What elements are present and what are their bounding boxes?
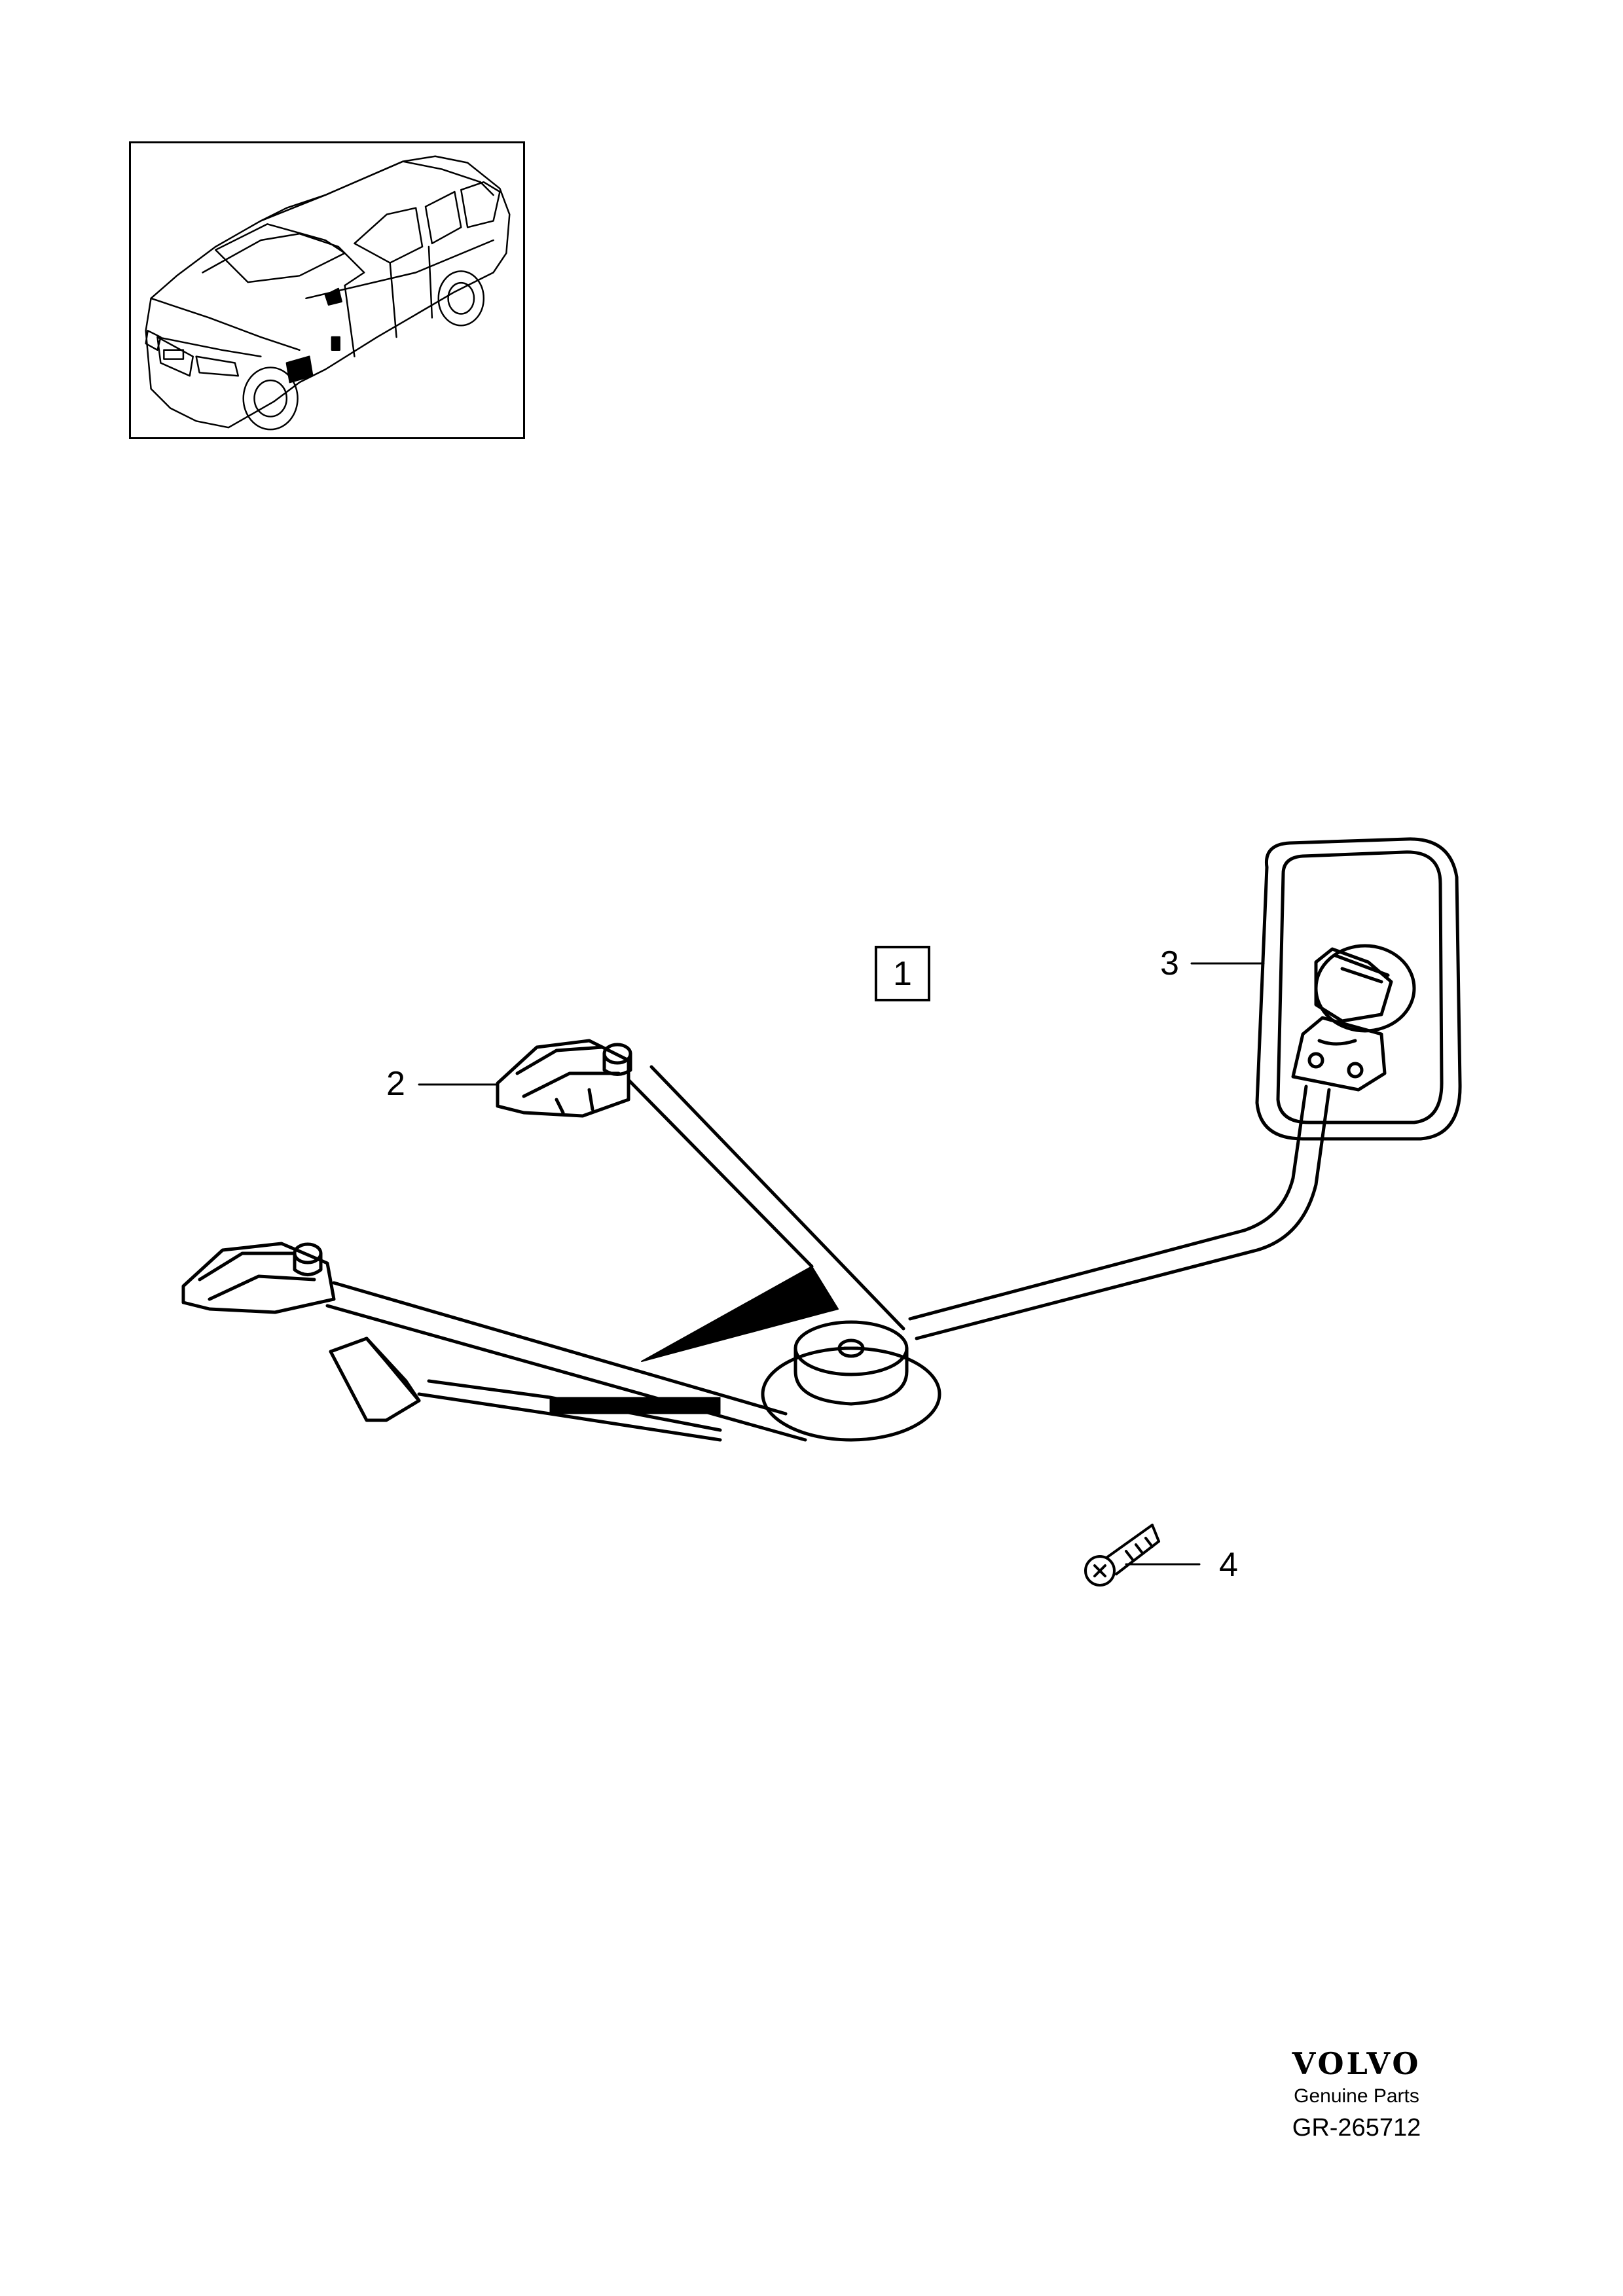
vehicle-location-inset — [129, 141, 525, 439]
drawing-number: GR-265712 — [1292, 2114, 1421, 2142]
mirror-head — [1255, 837, 1462, 1141]
bolt — [1084, 1524, 1160, 1587]
lower-lever — [329, 1336, 722, 1442]
callout-4: 4 — [1219, 1546, 1238, 1584]
callout-3: 3 — [1160, 944, 1179, 982]
brand-block: VOLVO Genuine Parts — [1278, 2049, 1435, 2108]
volvo-logo: VOLVO — [1292, 2046, 1421, 2081]
central-hub — [761, 1320, 941, 1442]
upper-bracket — [496, 1039, 632, 1118]
car-illustration — [145, 155, 511, 431]
reference-box: 1 — [875, 946, 930, 1001]
left-bracket — [181, 1242, 336, 1314]
callout-2: 2 — [386, 1065, 405, 1103]
brand-subtitle: Genuine Parts — [1294, 2085, 1419, 2107]
